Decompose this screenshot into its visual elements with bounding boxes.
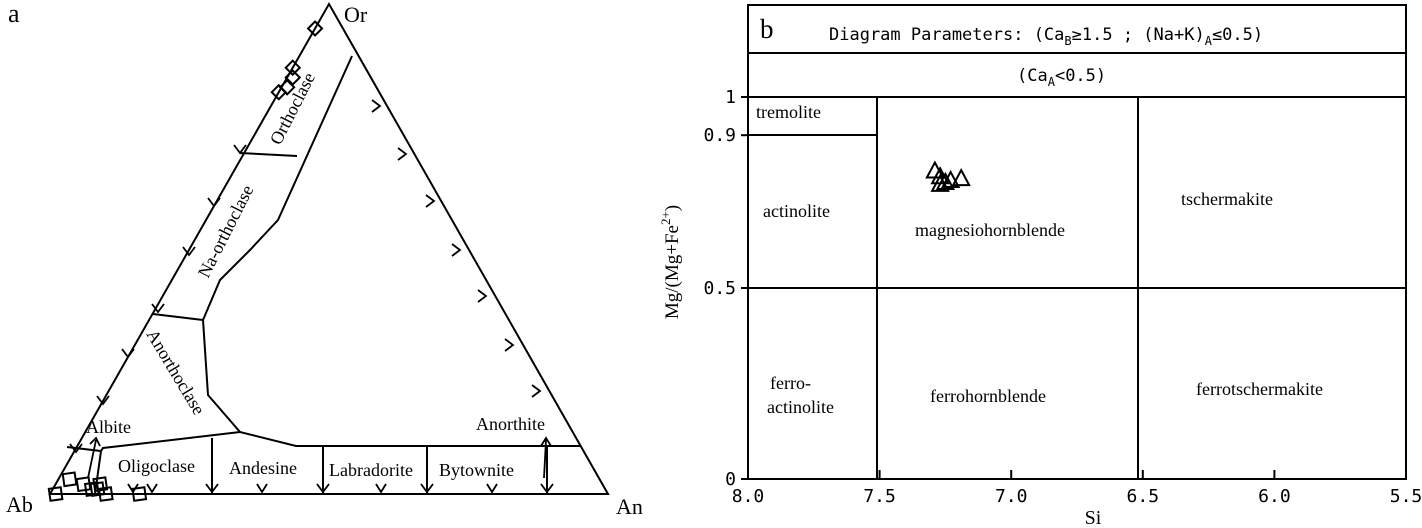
x-tick-label: 6.5 bbox=[1127, 486, 1160, 507]
field-orthoclase-label: Orthoclase bbox=[266, 69, 319, 148]
diagram-parameters-title: Diagram Parameters: (CaB≥1.5 ; (Na+K)A≤0… bbox=[829, 25, 1263, 48]
axes: 8.0 7.5 7.0 6.5 6.0 5.5 0 0.5 0.9 1 bbox=[703, 87, 1422, 507]
field-na-orthoclase-label: Na-orthoclase bbox=[194, 182, 258, 281]
x-tick-label: 7.0 bbox=[995, 486, 1028, 507]
panel-b-label: b bbox=[760, 14, 774, 44]
field-bytownite-label: Bytownite bbox=[439, 460, 514, 480]
square-marker bbox=[97, 486, 114, 502]
x-axis-title: Si bbox=[1085, 507, 1102, 528]
triangle-marker bbox=[940, 169, 961, 189]
field-magnesiohornblende-label: magnesiohornblende bbox=[915, 220, 1065, 240]
diamond-marker bbox=[306, 20, 324, 37]
field-tremolite-label: tremolite bbox=[756, 102, 821, 122]
diamond-marker bbox=[270, 83, 288, 101]
panel-b-classification: b Diagram Parameters: (CaB≥1.5 ; (Na+K)A… bbox=[658, 4, 1422, 528]
field-labradorite-label: Labradorite bbox=[329, 460, 413, 480]
x-tick-label: 5.5 bbox=[1390, 486, 1422, 507]
vertex-an-label: An bbox=[616, 494, 643, 519]
ternary-triangle bbox=[48, 1, 610, 495]
y-tick-label: 1 bbox=[725, 87, 736, 108]
y-tick-label: 0.5 bbox=[703, 278, 736, 299]
square-marker bbox=[131, 486, 148, 502]
ternary-points bbox=[47, 20, 324, 502]
diamond-marker bbox=[284, 59, 302, 77]
y-axis-title: Mg/(Mg+Fe2+) bbox=[658, 205, 683, 319]
field-actinolite-label: actinolite bbox=[763, 201, 830, 221]
x-tick-label: 6.0 bbox=[1258, 486, 1291, 507]
x-tick-label: 8.0 bbox=[732, 486, 765, 507]
square-marker bbox=[92, 476, 109, 493]
panel-a-label: a bbox=[8, 0, 20, 28]
field-albite-label: Albite bbox=[86, 417, 131, 437]
field-tschermakite-label: tschermakite bbox=[1181, 189, 1273, 209]
y-tick-label: 0 bbox=[725, 469, 736, 490]
field-ferro-actinolite-label-1: ferro- bbox=[770, 373, 811, 393]
panel-a-ternary: a bbox=[6, 0, 643, 519]
square-marker bbox=[61, 471, 78, 488]
field-ferrotschermakite-label: ferrotschermakite bbox=[1196, 379, 1323, 399]
diamond-marker bbox=[278, 78, 296, 96]
field-ferro-actinolite-label-2: actinolite bbox=[767, 397, 834, 417]
triangle-marker bbox=[935, 171, 956, 190]
square-marker bbox=[47, 486, 64, 502]
field-ferrohornblende-label: ferrohornblende bbox=[930, 386, 1046, 406]
field-boundaries bbox=[66, 55, 580, 495]
field-oligoclase-label: Oligoclase bbox=[118, 456, 195, 476]
triangle-marker bbox=[951, 168, 971, 187]
diagram-subtitle: (CaA<0.5) bbox=[1017, 66, 1106, 89]
x-tick-label: 7.5 bbox=[863, 486, 896, 507]
field-anorthite-label: Anorthite bbox=[476, 414, 545, 434]
field-anorthoclase-label: Anorthoclase bbox=[143, 326, 210, 419]
vertex-ab-label: Ab bbox=[6, 492, 33, 517]
field-boundaries-b bbox=[748, 97, 1406, 479]
y-tick-label: 0.9 bbox=[703, 125, 736, 146]
scatter-points bbox=[925, 160, 971, 192]
vertex-or-label: Or bbox=[344, 2, 368, 27]
field-andesine-label: Andesine bbox=[229, 458, 297, 478]
triangle-marker bbox=[930, 173, 950, 192]
